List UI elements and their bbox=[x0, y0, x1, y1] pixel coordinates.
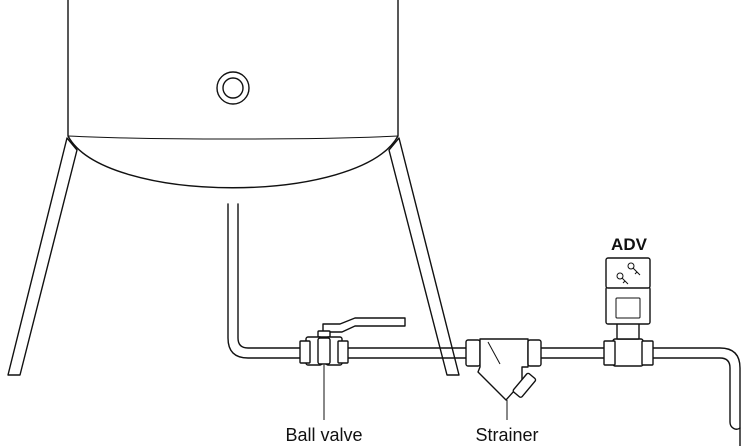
adv-window bbox=[615, 297, 641, 319]
adv-valve bbox=[603, 257, 654, 367]
adv-nut-right bbox=[641, 340, 654, 366]
adv-body bbox=[612, 338, 644, 367]
adv-nut-left bbox=[603, 340, 616, 366]
pipe bbox=[227, 203, 741, 446]
tank-seam bbox=[67, 135, 399, 140]
adv-label: ADV bbox=[611, 235, 648, 254]
strainer-seam bbox=[487, 341, 501, 365]
sight-port-inner bbox=[222, 77, 244, 99]
ball-valve-nut-left bbox=[299, 340, 311, 364]
tank-leg-left bbox=[7, 137, 78, 376]
pipe-inner-wall bbox=[237, 203, 741, 446]
strainer-nut-left bbox=[465, 339, 481, 367]
ball-valve-nut-right bbox=[337, 340, 349, 364]
ball-valve-label: Ball valve bbox=[285, 425, 362, 445]
key-icon bbox=[627, 262, 641, 276]
strainer-nut-right bbox=[527, 339, 542, 367]
ball-valve-handle bbox=[322, 317, 406, 333]
strainer-label: Strainer bbox=[475, 425, 538, 445]
tank bbox=[67, 0, 399, 189]
tank-leg-right bbox=[388, 137, 460, 376]
strainer-cap bbox=[512, 372, 537, 398]
strainer bbox=[465, 338, 542, 420]
key-icon bbox=[616, 272, 629, 285]
ball-valve bbox=[299, 317, 406, 420]
ball-valve-stem bbox=[317, 330, 331, 338]
tank-legs bbox=[7, 137, 460, 376]
ball-valve-center bbox=[317, 337, 331, 365]
pipe-outer-wall bbox=[227, 203, 741, 430]
adv-head bbox=[605, 257, 651, 289]
